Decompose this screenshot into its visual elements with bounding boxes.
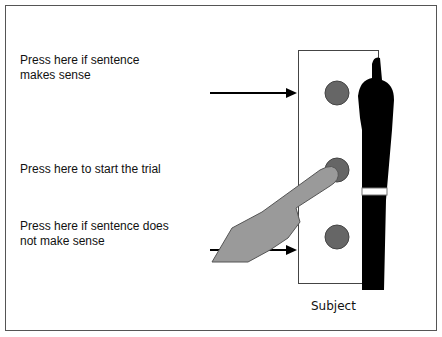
button: [325, 225, 349, 249]
wrist-cuff: [362, 188, 387, 195]
subject-arm: [358, 58, 394, 290]
arrow-head: [286, 88, 297, 98]
leader-arrow: [210, 92, 288, 94]
button: [325, 81, 349, 105]
pointing-hand: [212, 166, 338, 262]
button-label: Press here if sentence does not make sen…: [20, 219, 180, 249]
arrow-head: [286, 245, 297, 255]
frame-border: [6, 6, 437, 331]
button-label: Press here if sentence makes sense: [20, 53, 160, 83]
button-label: Press here to start the trial: [20, 162, 230, 177]
subject-label: Subject: [311, 299, 356, 314]
